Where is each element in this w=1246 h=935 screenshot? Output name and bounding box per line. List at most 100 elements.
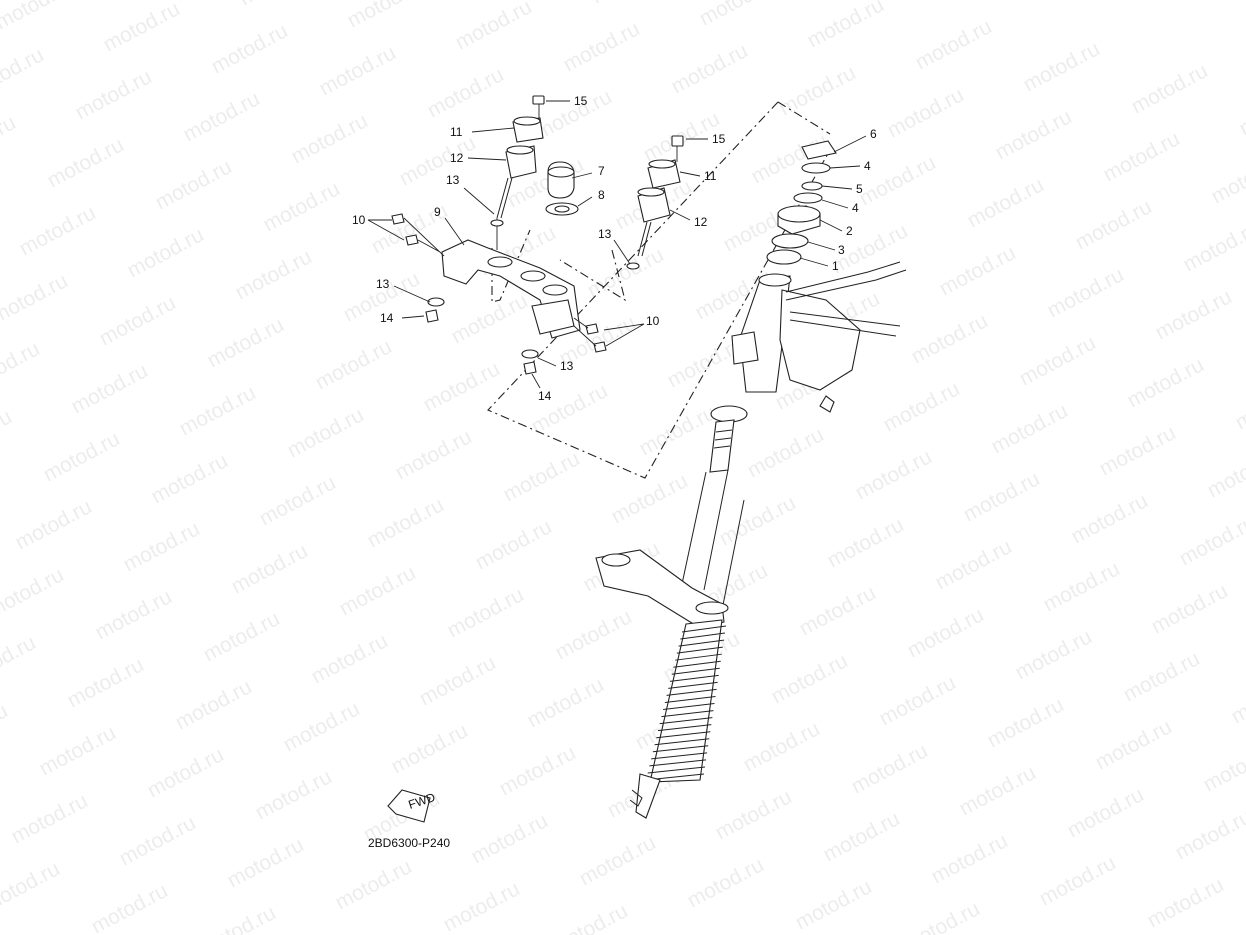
watermark-text: motod.ru — [880, 377, 964, 436]
watermark-text: motod.ru — [256, 471, 340, 530]
watermark-text: motod.ru — [124, 223, 208, 282]
washers-13-nuts-14 — [425, 297, 539, 375]
watermark-text: motod.ru — [200, 607, 284, 666]
watermark-text: motod.ru — [316, 41, 400, 100]
cap-and-washer — [545, 161, 579, 216]
watermark-text: motod.ru — [180, 87, 264, 146]
frame-head — [710, 261, 907, 423]
watermark-text: motod.ru — [992, 105, 1076, 164]
watermark-text: motod.ru — [1100, 127, 1184, 186]
watermark-text: motod.ru — [344, 0, 428, 32]
watermark-text: motod.ru — [176, 381, 260, 440]
watermark-text: motod.ru — [1040, 557, 1124, 616]
watermark-text: motod.ru — [908, 309, 992, 368]
watermark-text: motod.ru — [1176, 511, 1246, 570]
watermark-text: motod.ru — [1144, 873, 1228, 932]
watermark-text: motod.ru — [1152, 285, 1236, 344]
watermark-text: motod.ru — [144, 743, 228, 802]
watermark-text: motod.ru — [0, 699, 12, 758]
watermark-text: motod.ru — [852, 445, 936, 504]
watermark-text: motod.ru — [496, 741, 580, 800]
callout-6: 6 — [870, 127, 877, 141]
callout-12-left: 12 — [450, 151, 464, 165]
watermark-text: motod.ru — [0, 0, 76, 34]
handlebar-holder-right — [626, 135, 684, 270]
watermark-text: motod.ru — [396, 131, 480, 190]
steering-stem — [595, 419, 745, 629]
watermark-text: motod.ru — [668, 39, 752, 98]
watermark-text: motod.ru — [232, 245, 316, 304]
watermark-text: motod.ru — [1124, 353, 1208, 412]
watermark-text: motod.ru — [224, 833, 308, 892]
callout-7: 7 — [598, 164, 605, 178]
callout-3: 3 — [838, 243, 845, 257]
watermark-text: motod.ru — [92, 585, 176, 644]
watermark-text: motod.ru — [236, 0, 320, 10]
watermark-text: motod.ru — [1036, 851, 1120, 910]
watermark-text: motod.ru — [364, 493, 448, 552]
watermark-text: motod.ru — [1204, 443, 1246, 502]
watermark-text: motod.ru — [416, 651, 500, 710]
watermark-text: motod.ru — [560, 17, 644, 76]
watermark-text: motod.ru — [848, 739, 932, 798]
watermark-text: motod.ru — [744, 423, 828, 482]
callout-2: 2 — [846, 224, 853, 238]
callout-13-c: 13 — [598, 227, 612, 241]
watermark-text: motod.ru — [44, 133, 128, 192]
watermark-text: motod.ru — [824, 513, 908, 572]
watermark-text: motod.ru — [444, 583, 528, 642]
watermark-text: motod.ru — [280, 697, 364, 756]
watermark-text: motod.ru — [696, 0, 780, 30]
watermark-text: motod.ru — [332, 855, 416, 914]
callout-10-right: 10 — [646, 314, 660, 328]
callout-11-left: 11 — [450, 125, 463, 139]
watermark-text: motod.ru — [12, 495, 96, 554]
callout-4-top: 4 — [864, 159, 871, 173]
watermark-text: motod.ru — [792, 875, 876, 934]
callout-numbers: 15 11 12 7 8 13 9 10 13 14 15 11 12 13 1… — [352, 94, 877, 403]
watermark-text: motod.ru — [576, 831, 660, 890]
callout-13-d: 13 — [560, 359, 574, 373]
watermark-text: motod.ru — [88, 879, 172, 935]
watermark-text: motod.ru — [68, 359, 152, 418]
callout-15-right: 15 — [712, 132, 726, 146]
watermark-text: motod.ru — [116, 811, 200, 870]
watermark-text: motod.ru — [388, 719, 472, 778]
watermark-text: motod.ru — [768, 649, 852, 708]
watermark-text: motod.ru — [1236, 81, 1246, 140]
watermark-text: motod.ru — [252, 765, 336, 824]
handlebar-holder-left — [490, 95, 545, 250]
watermark-text: motod.ru — [204, 313, 288, 372]
watermark-text: motod.ru — [288, 109, 372, 168]
watermark-text: motod.ru — [804, 0, 888, 52]
watermark-text: motod.ru — [588, 0, 672, 8]
watermark-text: motod.ru — [712, 785, 796, 844]
watermark-text: motod.ru — [796, 581, 880, 640]
watermark-text: motod.ru — [1128, 59, 1212, 118]
watermark-text: motod.ru — [148, 449, 232, 508]
watermark-text: motod.ru — [820, 807, 904, 866]
watermark-text: motod.ru — [1016, 331, 1100, 390]
watermark-text: motod.ru — [1180, 217, 1246, 276]
watermark-text: motod.ru — [552, 605, 636, 664]
watermark-text: motod.ru — [284, 403, 368, 462]
watermark-text: motod.ru — [932, 535, 1016, 594]
fork-boot — [629, 619, 727, 819]
watermark-text: motod.ru — [0, 111, 20, 170]
watermark-text: motod.ru — [900, 897, 984, 935]
watermark-text: motod.ru — [1068, 489, 1152, 548]
upper-bracket — [441, 239, 581, 339]
watermark-text: motod.ru — [308, 629, 392, 688]
watermark-text: motod.ru — [8, 789, 92, 848]
watermark-text: motod.ru — [1232, 375, 1246, 434]
watermark-text: motod.ru — [1200, 737, 1246, 796]
watermark-text: motod.ru — [392, 425, 476, 484]
watermark-text: motod.ru — [1044, 263, 1128, 322]
watermark-text: motod.ru — [120, 517, 204, 576]
callout-4-bottom: 4 — [852, 201, 859, 215]
watermark-text: motod.ru — [936, 241, 1020, 300]
watermark-text: motod.ru — [548, 899, 632, 935]
watermark-text: motod.ru — [452, 0, 536, 54]
watermark-text: motod.ru — [956, 761, 1040, 820]
